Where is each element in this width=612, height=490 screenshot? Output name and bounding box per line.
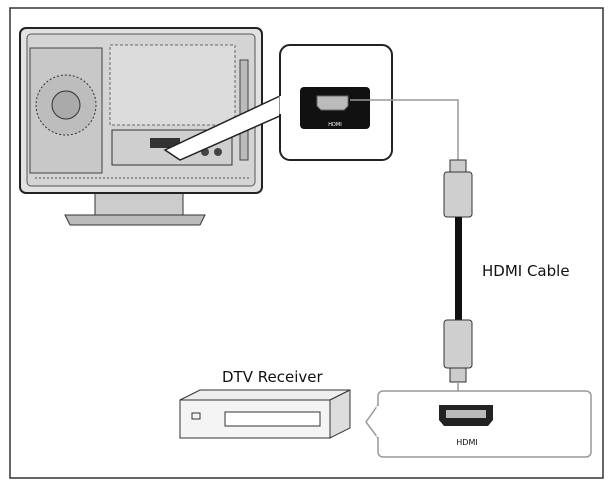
cable-wire-top: [350, 99, 459, 170]
hdmi-port-inner: [446, 410, 486, 418]
receiver-disc-tray: [224, 411, 321, 427]
tv-side-rail: [239, 59, 249, 161]
callout-pointer: [365, 404, 379, 439]
receiver-side: [329, 389, 351, 439]
receiver-top: [179, 389, 351, 401]
cable-black: [455, 217, 462, 320]
plug-tip-top: [449, 159, 467, 173]
hdmi-plug-bottom: [443, 319, 473, 369]
dtv-receiver: DTV Receiver: [179, 368, 351, 439]
hdmi-plug-top: [443, 171, 473, 218]
plug-tip-bottom: [449, 367, 467, 383]
tv-vent-center: [51, 90, 81, 120]
tv-hdmi-port: [150, 138, 180, 148]
hdmi-port-icon: [316, 95, 349, 111]
receiver-label: DTV Receiver: [222, 368, 323, 386]
tv-back: [19, 27, 263, 226]
receiver-hdmi-callout: HDMI: [365, 390, 592, 458]
tv-hdmi-callout: HDMI: [163, 44, 393, 161]
receiver-power-icon: [191, 412, 201, 420]
hdmi-cable: HDMI Cable: [350, 99, 570, 408]
tv-port-label: HDMI: [328, 122, 341, 128]
cable-label: HDMI Cable: [482, 262, 570, 280]
tv-stand-base: [64, 214, 206, 226]
tv-vent-area: [109, 44, 236, 126]
receiver-port-label: HDMI: [456, 438, 477, 447]
tv-port: [214, 148, 222, 156]
